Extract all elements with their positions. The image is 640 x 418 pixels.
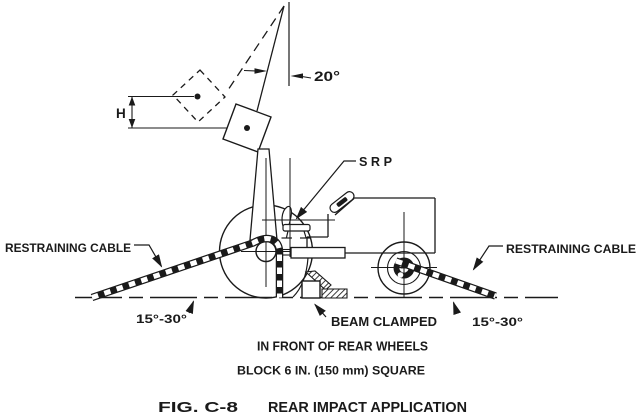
operator-seat (281, 205, 311, 239)
label-block-note: BLOCK 6 IN. (150 mm) SQUARE (237, 364, 425, 378)
drawbar (290, 246, 346, 259)
block-raised-dashed (172, 69, 226, 123)
label-drop-height: H (116, 106, 126, 121)
block-raised-cg-dot (194, 93, 201, 100)
rops-post (249, 148, 278, 241)
label-beam-note-line2: IN FRONT OF REAR WHEELS (257, 340, 428, 354)
wood-block (301, 280, 321, 299)
beam-leader (314, 303, 327, 318)
tractor (218, 148, 437, 299)
label-cable-angle-right: 15°-30° (472, 315, 523, 329)
cable-left-leader (134, 244, 163, 268)
angle-right-leader (452, 301, 462, 316)
cable-right-leader (472, 245, 503, 271)
srp-crosshair (262, 158, 335, 257)
label-cable-angle-left: 15°-30° (136, 312, 187, 326)
restraining-cables (90, 234, 497, 302)
label-restraining-cable-left: RESTRAINING CABLE (5, 243, 131, 255)
steering-wheel (329, 191, 355, 213)
restraining-cable-left-band (90, 234, 284, 302)
pendulum-assembly (128, 2, 312, 153)
label-restraining-cable-right: RESTRAINING CABLE (506, 244, 636, 256)
height-dimension (128, 95, 243, 129)
srp-leader (295, 160, 356, 220)
beam-section-flat (321, 288, 348, 299)
chain-solid (256, 5, 285, 112)
caption-title: REAR IMPACT APPLICATION (268, 399, 467, 416)
impact-block-cg-dot (244, 125, 250, 131)
leader-lines (134, 160, 503, 318)
front-wheel (371, 212, 437, 297)
chain-raised-dashed (225, 5, 285, 94)
label-beam-note-line1: BEAM CLAMPED (331, 315, 437, 329)
caption-number: FIG. C-8 (158, 399, 238, 416)
label-swing-angle: 20° (314, 69, 340, 84)
angle-left-leader (185, 300, 195, 315)
label-srp: S R P (359, 155, 392, 169)
swing-angle-dimension (243, 68, 312, 79)
beam-and-block (301, 270, 348, 299)
